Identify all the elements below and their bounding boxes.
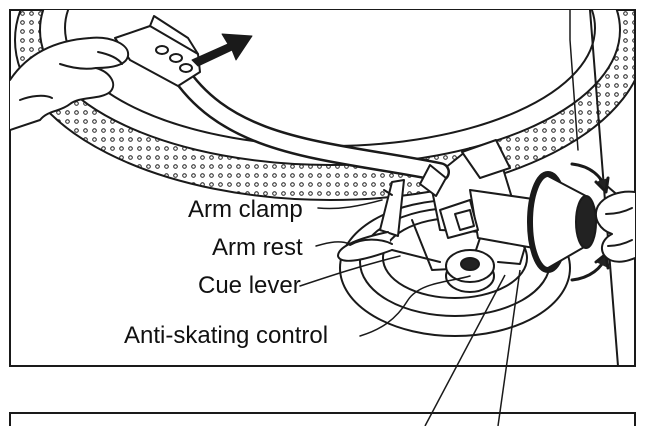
tonearm-pivot [429, 139, 546, 251]
direction-arrow [191, 33, 253, 67]
lower-frame [9, 412, 636, 426]
lower-leaders [424, 269, 521, 426]
arm-rest-label: Arm rest [212, 234, 303, 261]
rotation-arrows [570, 162, 610, 282]
headshell [114, 15, 201, 87]
counterweight [527, 171, 597, 273]
cue-lever-label: Cue lever [198, 272, 301, 299]
right-hand [594, 190, 635, 263]
arm-rest-assembly [337, 179, 483, 271]
callout-leaders [299, 10, 579, 337]
anti-skating-control-label: Anti-skating control [124, 322, 329, 349]
arm-clamp-label: Arm clamp [188, 196, 303, 223]
left-hand [10, 36, 130, 131]
tonearm-tube [168, 60, 450, 197]
